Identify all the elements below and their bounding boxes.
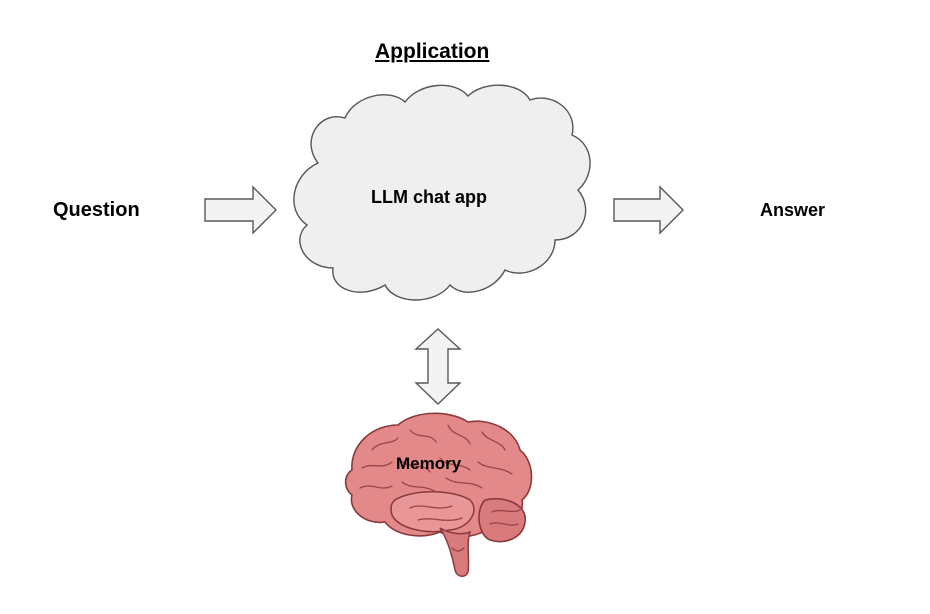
arrow-right-icon xyxy=(613,185,684,235)
arrow-right-icon xyxy=(204,185,277,235)
cloud-icon xyxy=(293,84,591,301)
app-label: LLM chat app xyxy=(371,187,487,207)
answer-label: Answer xyxy=(760,200,826,220)
memory-label: Memory xyxy=(396,454,462,473)
brain-icon xyxy=(344,412,533,577)
diagram-title: Application xyxy=(375,40,490,63)
question-label: Question xyxy=(53,199,140,221)
arrow-double-vertical-icon xyxy=(414,328,462,405)
